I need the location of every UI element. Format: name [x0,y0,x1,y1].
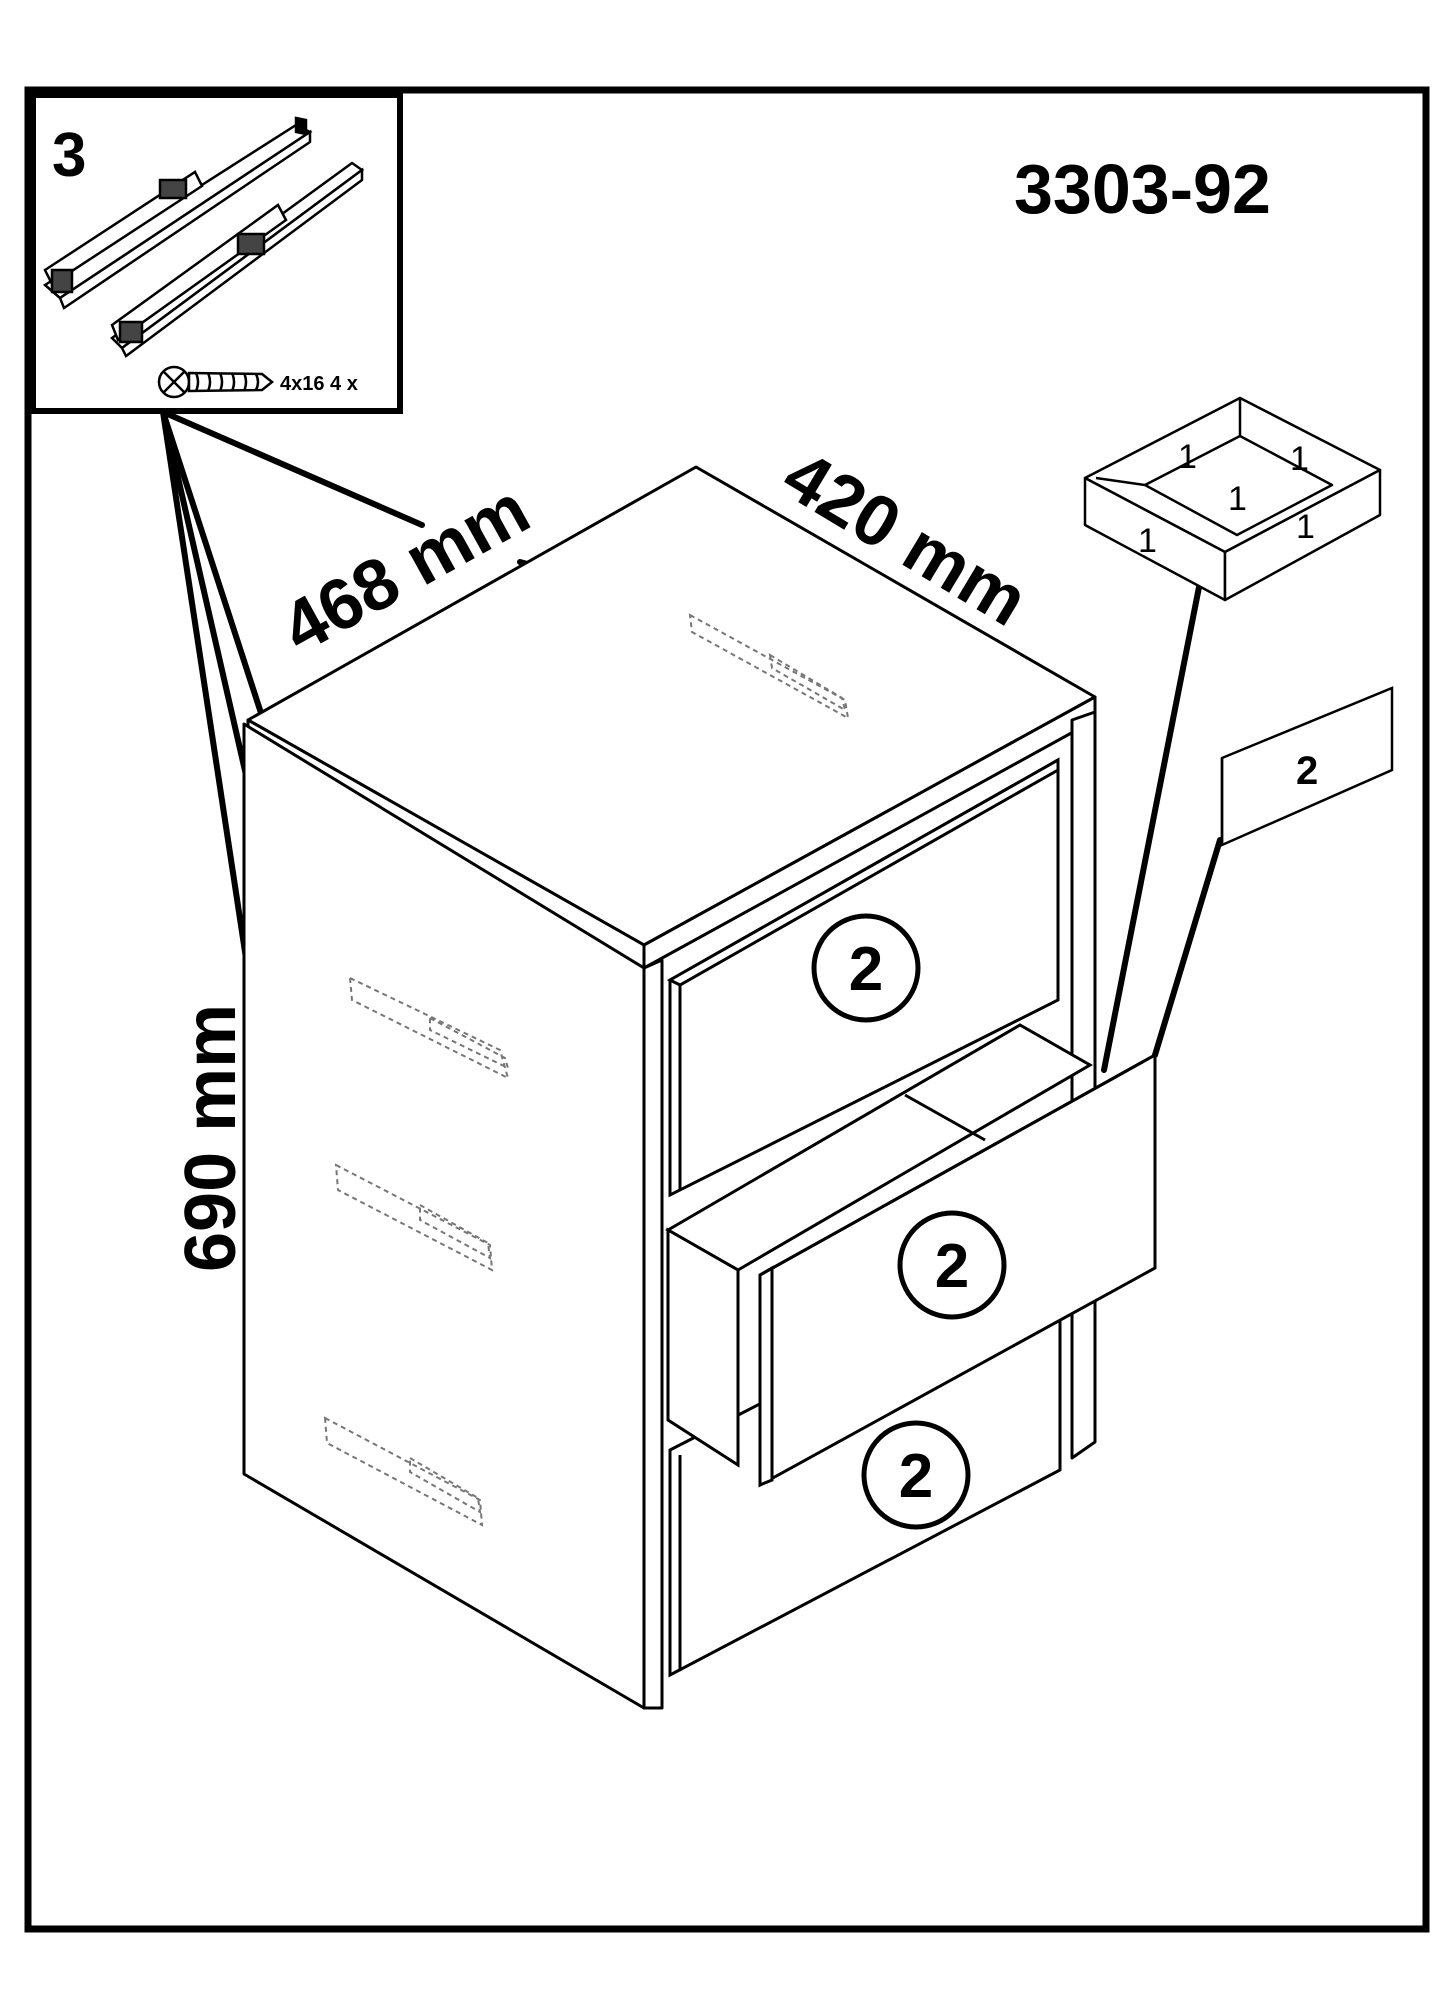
runner-outline [348,976,510,1080]
model-code: 3303-92 [1014,150,1271,228]
step-number: 3 [52,121,86,190]
runner-outline [334,1163,494,1272]
drawer-front-panel-part [1220,686,1394,847]
part-label-box-right: 1 [1290,440,1309,478]
drawer-runner-icon [110,161,365,358]
runner-outline [323,1416,484,1527]
part-callout-drawer-middle: 2 [897,1210,1007,1320]
drawer-runner-icon [42,116,313,310]
page-frame [24,86,1430,1933]
part-label-front-panel: 2 [1296,749,1318,793]
runner-outline [688,613,850,720]
part-label-box-left: 1 [1138,522,1157,560]
step-box: 3 4x16 4 x [30,92,403,414]
svg-text:2: 2 [899,1442,933,1511]
part-label-box-back: 1 [1178,438,1197,476]
dimension-height: 690 mm [171,1004,251,1272]
drawer-box-parts [1083,396,1382,602]
svg-text:2: 2 [935,1232,969,1301]
part-label-box-front: 1 [1296,508,1315,546]
part-label-box-bottom: 1 [1228,480,1247,518]
part-callout-drawer-bottom: 2 [861,1420,971,1530]
screw-icon [157,365,275,399]
svg-text:2: 2 [849,935,883,1004]
part-callout-drawer-top: 2 [811,913,921,1023]
screw-spec: 4x16 4 x [280,373,358,395]
